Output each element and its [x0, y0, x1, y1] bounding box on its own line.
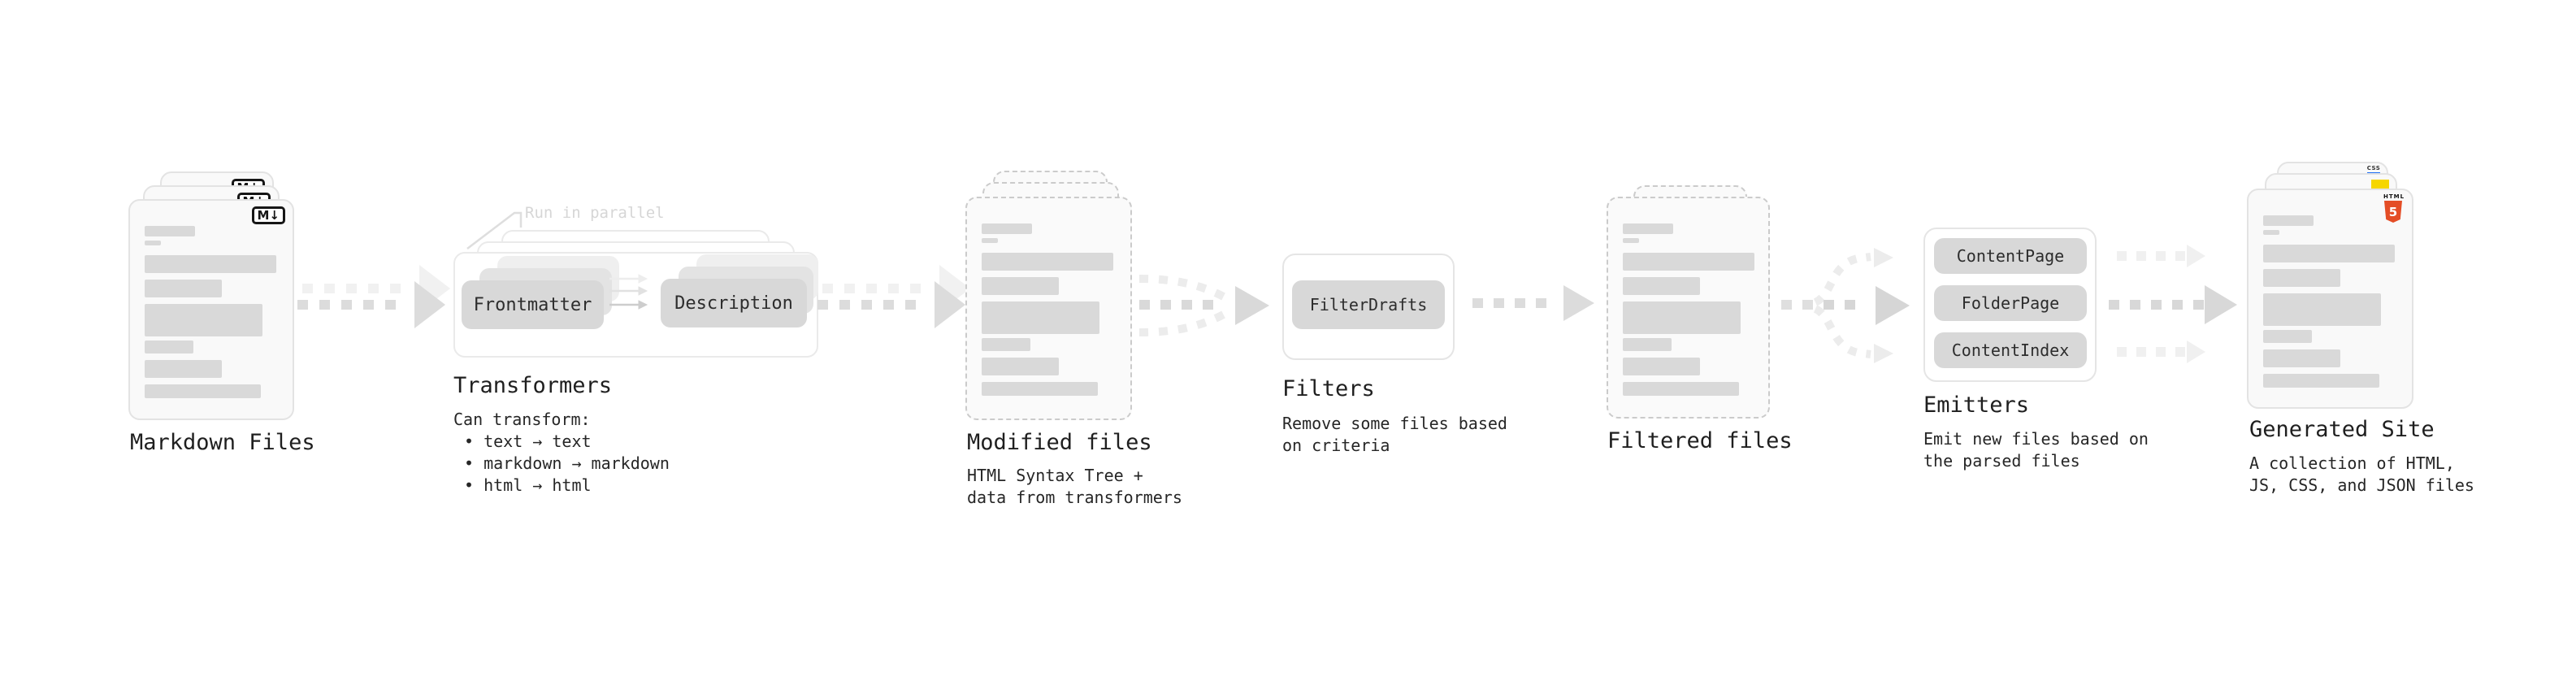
- css-icon-label: CSS: [2366, 165, 2381, 171]
- placeholder-bar: [982, 238, 998, 243]
- placeholder-bar: [1623, 382, 1739, 396]
- emitter-button-contentpage: ContentPage: [1934, 238, 2087, 274]
- transformers-caption: Can transform: • text → text • markdown …: [453, 409, 670, 497]
- placeholder-bar: [145, 280, 222, 297]
- modified-file-card-front: [965, 197, 1132, 420]
- subtitle-line: data from transformers: [967, 488, 1182, 507]
- subtitle-line: Remove some files based: [1282, 414, 1507, 433]
- generated-file-card-front: HTML 5: [2247, 189, 2413, 409]
- modified-files-subtitle: HTML Syntax Tree + data from transformer…: [967, 465, 1182, 509]
- stage-title-transformers: Transformers: [453, 373, 613, 398]
- caption-bullet: • markdown → markdown: [464, 453, 670, 473]
- stage-title-emitters: Emitters: [1923, 393, 2030, 418]
- stage-title-filtered-files: Filtered files: [1607, 428, 1793, 453]
- placeholder-bar: [2263, 245, 2395, 262]
- placeholder-bar: [982, 338, 1030, 351]
- html5-icon-number: 5: [2388, 204, 2398, 219]
- placeholder-bar: [1623, 253, 1754, 271]
- generated-site-subtitle: A collection of HTML, JS, CSS, and JSON …: [2249, 453, 2474, 497]
- placeholder-bar: [1623, 301, 1741, 334]
- transformer-button-frontmatter: Frontmatter: [462, 280, 604, 329]
- triple-flow-arrows: [2109, 245, 2237, 363]
- javascript-icon: [2371, 180, 2389, 189]
- emitter-button-folderpage: FolderPage: [1934, 285, 2087, 321]
- stage-title-generated-site: Generated Site: [2249, 417, 2435, 442]
- subtitle-line: JS, CSS, and JSON files: [2249, 475, 2474, 495]
- filtered-file-card-front: [1607, 197, 1770, 419]
- placeholder-bar: [2263, 293, 2381, 326]
- stage-title-modified-files: Modified files: [967, 430, 1152, 455]
- placeholder-bar: [1623, 358, 1700, 375]
- caption-bullet: • html → html: [464, 475, 592, 495]
- diverging-flow-arrow: [1781, 248, 1910, 363]
- flow-arrow: [297, 265, 450, 328]
- placeholder-bar: [2263, 215, 2314, 226]
- document-placeholder-bars: [1623, 223, 1754, 396]
- stage-title-markdown-files: Markdown Files: [130, 430, 315, 455]
- document-placeholder-bars: [2263, 215, 2395, 388]
- emitters-subtitle: Emit new files based on the parsed files: [1923, 428, 2149, 472]
- placeholder-bar: [982, 277, 1059, 295]
- placeholder-bar: [145, 226, 195, 236]
- transformer-button-description: Description: [661, 279, 807, 327]
- placeholder-bar: [2263, 349, 2340, 367]
- markdown-icon: M↓: [251, 206, 285, 224]
- parallel-note-leader-line: [466, 211, 523, 249]
- placeholder-bar: [982, 358, 1059, 375]
- placeholder-bar: [1623, 238, 1639, 243]
- placeholder-bar: [1623, 223, 1673, 234]
- subtitle-line: HTML Syntax Tree +: [967, 466, 1143, 485]
- flow-arrow: [1472, 285, 1594, 321]
- placeholder-bar: [145, 384, 261, 398]
- placeholder-bar: [145, 255, 276, 273]
- markdown-file-card-front: M↓: [128, 199, 294, 420]
- placeholder-bar: [145, 241, 161, 245]
- html5-icon-shield: 5: [2384, 201, 2402, 223]
- caption-bullet: • text → text: [464, 432, 592, 451]
- caption-heading: Can transform:: [453, 410, 591, 429]
- placeholder-bar: [145, 360, 222, 378]
- html5-icon-word: HTML: [2383, 193, 2405, 200]
- subtitle-line: A collection of HTML,: [2249, 453, 2455, 473]
- subtitle-line: the parsed files: [1923, 451, 2080, 471]
- placeholder-bar: [2263, 330, 2312, 343]
- placeholder-bar: [145, 340, 193, 354]
- emitter-button-contentindex: ContentIndex: [1934, 332, 2087, 368]
- document-placeholder-bars: [982, 223, 1113, 396]
- placeholder-bar: [982, 382, 1098, 396]
- document-placeholder-bars: [145, 226, 276, 398]
- placeholder-bar: [982, 223, 1032, 234]
- subtitle-line: on criteria: [1282, 436, 1390, 455]
- stage-title-filters: Filters: [1282, 376, 1375, 401]
- placeholder-bar: [2263, 269, 2340, 287]
- placeholder-bar: [2263, 374, 2379, 388]
- placeholder-bar: [1623, 277, 1700, 295]
- placeholder-bar: [982, 253, 1113, 271]
- html5-icon: HTML 5: [2383, 193, 2405, 223]
- flow-arrow: [817, 265, 970, 328]
- parallel-note: Run in parallel: [525, 204, 665, 222]
- placeholder-bar: [1623, 338, 1672, 351]
- placeholder-bar: [2263, 230, 2279, 235]
- placeholder-bar: [982, 301, 1099, 334]
- filters-subtitle: Remove some files based on criteria: [1282, 413, 1507, 457]
- converging-flow-arrow: [1138, 275, 1269, 336]
- filter-button-filterdrafts: FilterDrafts: [1292, 280, 1445, 329]
- parallel-mini-arrows: [609, 274, 648, 310]
- subtitle-line: Emit new files based on: [1923, 429, 2149, 449]
- placeholder-bar: [145, 304, 262, 336]
